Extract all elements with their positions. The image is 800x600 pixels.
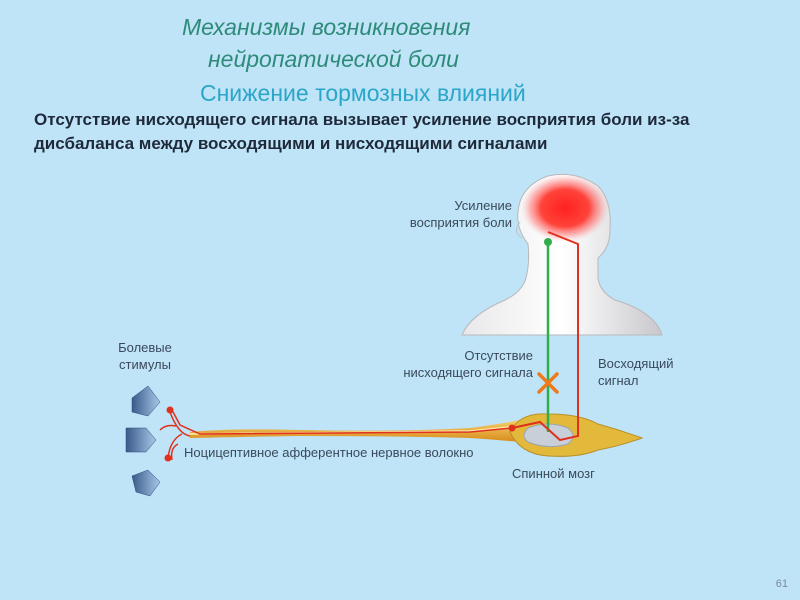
label-line: стимулы xyxy=(119,357,171,372)
label-line: сигнал xyxy=(598,373,639,388)
cross-mark-icon xyxy=(537,372,559,394)
fiber-signal-dot xyxy=(508,424,516,432)
lead-text: Отсутствие нисходящего сигнала вызывает … xyxy=(34,110,690,153)
label-no-descending: Отсутствие нисходящего сигнала xyxy=(403,348,533,380)
label-line: нисходящего сигнала xyxy=(403,365,533,380)
label-pain-perception: Усиление восприятия боли xyxy=(410,198,512,230)
label-line: восприятия боли xyxy=(410,215,512,230)
title-line-1: Механизмы возникновения xyxy=(182,14,471,40)
stimulus-arrow-icon xyxy=(131,469,161,497)
stimulus-dot-bottom xyxy=(164,454,172,462)
label-fiber: Ноцицептивное афферентное нервное волокн… xyxy=(184,445,474,460)
stimulus-dot-top xyxy=(166,406,174,414)
label-pain-stimuli: Болевые стимулы xyxy=(118,340,172,372)
label-line: Восходящий xyxy=(598,356,674,371)
brain-glow xyxy=(521,174,609,242)
label-ascending: Восходящий сигнал xyxy=(598,356,674,388)
subtitle: Снижение тормозных влияний xyxy=(200,80,526,106)
stimulus-arrow-icon xyxy=(131,385,161,417)
label-spinal-cord: Спинной мозг xyxy=(512,466,595,481)
spinal-cord xyxy=(509,413,644,457)
label-line: Отсутствие xyxy=(464,348,533,363)
title-line-2: нейропатической боли xyxy=(208,46,459,72)
stimulus-arrow-icon xyxy=(125,427,157,453)
ascending-signal-line xyxy=(511,231,579,442)
label-line: Болевые xyxy=(118,340,172,355)
label-line: Усиление xyxy=(454,198,512,213)
descending-signal-origin xyxy=(544,238,552,246)
page-number: 61 xyxy=(775,578,788,590)
nerve-fiber xyxy=(189,420,521,442)
peripheral-fiber-signal xyxy=(171,409,513,435)
